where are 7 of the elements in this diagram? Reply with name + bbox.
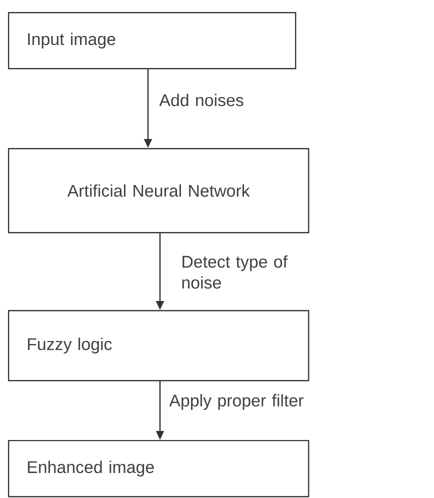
process-box: Input image	[8, 12, 296, 70]
process-box: Enhanced image	[8, 440, 310, 498]
edge-label: Add noises	[159, 94, 244, 106]
process-box: Artificial Neural Network	[8, 148, 310, 234]
process-box: Fuzzy logic	[8, 310, 310, 382]
edge-label: Detect type of noise	[182, 255, 288, 289]
edge-label: Apply proper filter	[169, 394, 304, 410]
